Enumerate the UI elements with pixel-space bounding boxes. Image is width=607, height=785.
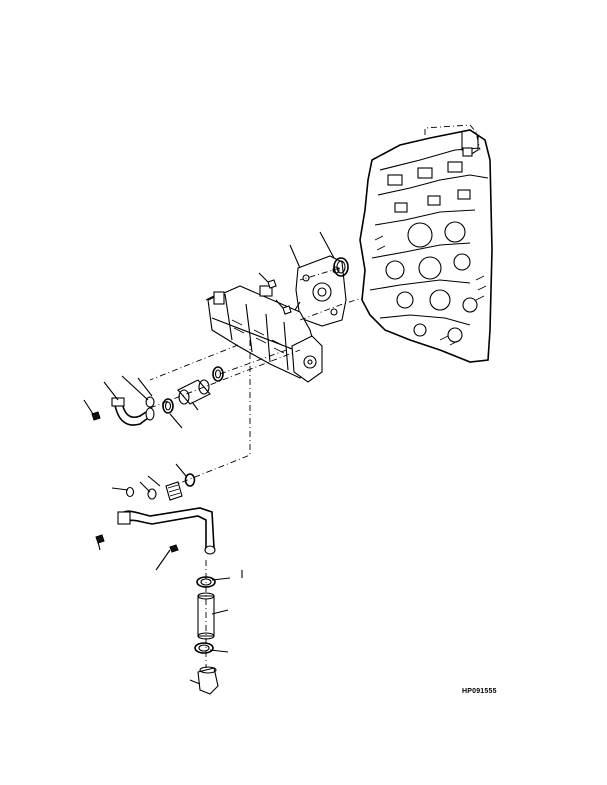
mounting-bolts bbox=[258, 272, 292, 315]
o-ring-top bbox=[333, 257, 349, 277]
hydraulic-gear-pump bbox=[205, 255, 347, 383]
assembly-centerlines bbox=[149, 267, 363, 488]
callout-leaders bbox=[83, 231, 335, 685]
pressure-pipe bbox=[95, 507, 216, 555]
suction-fittings bbox=[91, 366, 224, 426]
lower-hose-stack bbox=[194, 560, 219, 695]
engine-block bbox=[359, 124, 493, 363]
figure-code: HP091555 bbox=[462, 688, 497, 695]
pressure-line-fittings bbox=[125, 473, 196, 501]
